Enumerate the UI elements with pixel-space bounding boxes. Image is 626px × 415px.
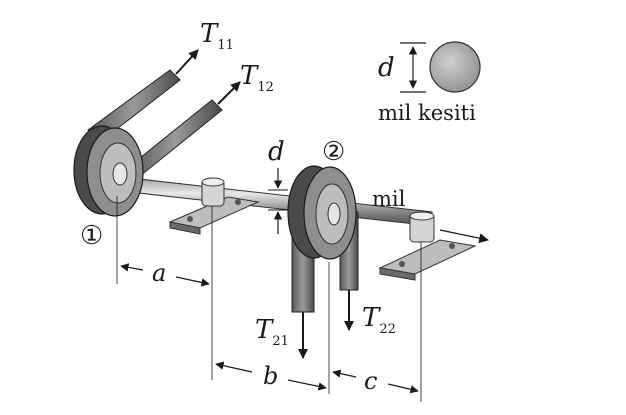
label-t22: T22 xyxy=(362,303,396,337)
shaft-label: mil xyxy=(372,187,406,211)
dim-b-label: b xyxy=(263,362,278,390)
pulley-1-number: ① xyxy=(80,221,103,251)
shaft-section-circle xyxy=(429,41,481,93)
bearing-1-bolt xyxy=(235,199,241,205)
pulley-1 xyxy=(73,69,223,217)
force-arrow-t12 xyxy=(217,81,241,105)
shaft-diameter-marker: d xyxy=(268,137,288,234)
dim-b-arrow-left xyxy=(215,361,253,373)
bearing-2 xyxy=(378,211,477,281)
dim-a-arrow-left xyxy=(120,263,144,272)
pulley-2-hub xyxy=(327,202,341,226)
label-t11: T11 xyxy=(200,19,234,53)
section-d-label: d xyxy=(378,53,395,83)
label-t12: T12 xyxy=(240,61,274,95)
dim-c-arrow-left xyxy=(332,369,357,378)
dim-a-label: a xyxy=(152,259,166,287)
bearing-1-housing-top xyxy=(201,177,225,187)
bearing-1-base-side xyxy=(169,221,201,235)
dim-b-arrow-right xyxy=(287,379,327,391)
bearing-2-base-side xyxy=(379,267,416,281)
force-arrow-t11 xyxy=(175,49,199,75)
bearing-1 xyxy=(168,177,260,235)
dimensions: a b c xyxy=(116,196,422,402)
dim-c-label: c xyxy=(364,367,377,395)
bearing-2-housing-top xyxy=(409,211,435,221)
pulley-2 xyxy=(287,165,359,313)
shaft-axis-arrow xyxy=(439,229,489,243)
shaft-d-label: d xyxy=(268,137,285,167)
bearing-2-bolt xyxy=(449,243,455,249)
section-inset: d mil kesiti xyxy=(378,41,481,125)
dim-c-arrow-right xyxy=(387,383,419,394)
bearing-2-bolt xyxy=(399,261,405,267)
bearing-2-base xyxy=(378,239,477,275)
pulley-1-hub xyxy=(112,162,128,186)
section-caption: mil kesiti xyxy=(378,101,476,125)
dim-a-arrow-right xyxy=(175,276,210,287)
belt-t12 xyxy=(129,99,223,177)
bearing-1-bolt xyxy=(187,216,193,222)
pulley-2-number: ② xyxy=(322,137,345,167)
label-t21: T21 xyxy=(255,315,289,349)
